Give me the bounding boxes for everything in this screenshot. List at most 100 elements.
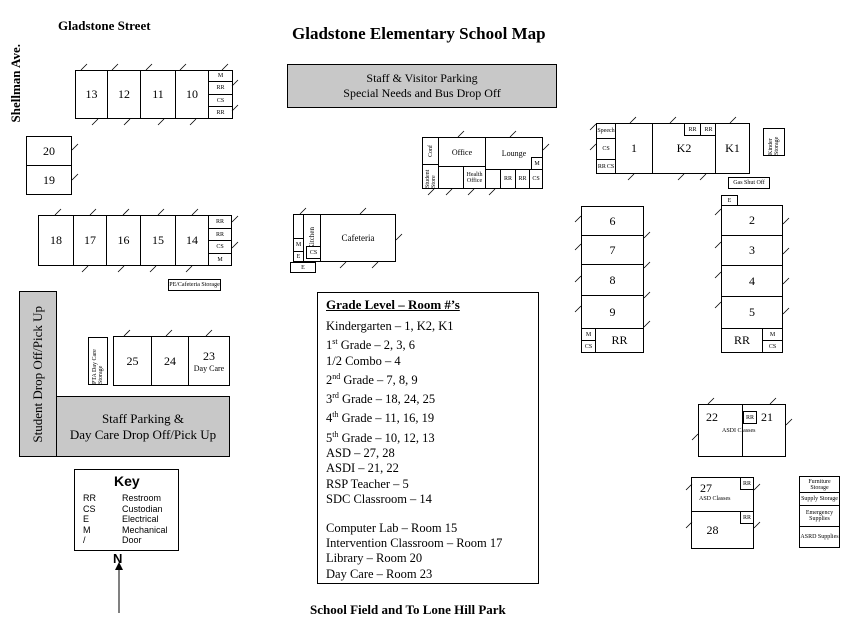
key-meaning: Electrical bbox=[122, 514, 159, 524]
room-label: 25 bbox=[126, 353, 139, 368]
restroom: RR bbox=[208, 106, 233, 119]
room-label: 9 bbox=[609, 304, 616, 319]
grade-level-line: Kindergarten – 1, K2, K1 bbox=[326, 319, 454, 333]
grade-level-line: ASD – 27, 28 bbox=[326, 446, 395, 461]
room-label: 19 bbox=[43, 172, 55, 187]
key-code: E bbox=[83, 514, 90, 524]
room-8: 8 bbox=[581, 264, 644, 296]
room-label: 7 bbox=[609, 242, 616, 257]
room-k1: K1 bbox=[715, 123, 750, 174]
room-label: 12 bbox=[118, 87, 130, 101]
room-label: RR bbox=[215, 219, 224, 225]
electrical-room: E bbox=[293, 251, 304, 262]
room-label: M bbox=[217, 73, 224, 79]
room-label: 2 bbox=[749, 213, 755, 227]
room-22-label: 22 bbox=[706, 410, 718, 424]
grade-level-line: 5th Grade – 10, 12, 13 bbox=[326, 429, 435, 445]
grade-level-line: 4th Grade – 11, 16, 19 bbox=[326, 410, 435, 426]
room-1: 1 bbox=[615, 123, 653, 174]
room-label: Health Office bbox=[466, 171, 483, 184]
key-code: CS bbox=[83, 503, 96, 514]
grade-level-line: 1st Grade – 2, 3, 6 bbox=[326, 337, 416, 353]
room-label: 11 bbox=[152, 87, 164, 101]
room-label: RR bbox=[597, 163, 606, 170]
room-label: CS bbox=[606, 163, 615, 170]
asdi-classes-label: ASDI Classes bbox=[722, 428, 756, 434]
room-12: 12 bbox=[107, 70, 141, 119]
room-label: E bbox=[727, 197, 732, 204]
room-14: 14 bbox=[175, 215, 209, 266]
pta-day-care-storage: PTA Day Care Storage bbox=[88, 337, 108, 385]
room-2: 2 bbox=[721, 205, 783, 236]
room-4: 4 bbox=[721, 265, 783, 297]
room-5: 5 bbox=[721, 296, 783, 329]
key-item: / Door bbox=[83, 535, 168, 546]
room-label: 20 bbox=[43, 143, 55, 158]
grade-level-line: 1/2 Combo – 4 bbox=[326, 353, 401, 368]
room-label: RR bbox=[688, 126, 697, 133]
room-label: RR bbox=[704, 126, 713, 133]
electrical-room: E bbox=[290, 262, 316, 273]
room-25: 25 bbox=[113, 336, 152, 386]
room-label: E bbox=[296, 253, 301, 260]
key-title: Key bbox=[114, 473, 140, 489]
grade-level-extra-line: Day Care – Room 23 bbox=[326, 566, 433, 581]
staff-visitor-parking: Staff & Visitor Parking Special Needs an… bbox=[287, 64, 557, 108]
restroom: RR bbox=[595, 328, 644, 353]
room-label: CS bbox=[602, 146, 610, 152]
room-label: 14 bbox=[186, 233, 198, 247]
room-label: 16 bbox=[117, 233, 130, 247]
key-item: E Electrical bbox=[83, 514, 168, 525]
room-label: RR bbox=[742, 480, 751, 487]
room-label: ASRD Supplies bbox=[800, 534, 839, 540]
room-label: PE/Cafeteria Storage bbox=[169, 282, 220, 288]
mechanical-room: M bbox=[531, 157, 543, 170]
grade-level-extra-line: Computer Lab – Room 15 bbox=[326, 521, 458, 536]
grade-level-line: SDC Classroom – 14 bbox=[326, 491, 432, 506]
room-21-label: 21 bbox=[761, 410, 773, 424]
key-meaning: Mechanical bbox=[122, 524, 168, 535]
asrd-supplies: ASRD Supplies bbox=[799, 526, 840, 548]
room-label: 8 bbox=[609, 272, 616, 287]
grade-level-line: 2nd Grade – 7, 8, 9 bbox=[326, 371, 418, 387]
room-6: 6 bbox=[581, 206, 644, 236]
asd-classes-label: ASD Classes bbox=[699, 496, 731, 502]
room-label: Lounge bbox=[501, 149, 527, 158]
room-label: 4 bbox=[749, 273, 755, 288]
room-label: CS bbox=[309, 249, 318, 256]
custodian-room: CS bbox=[762, 340, 783, 353]
room-3: 3 bbox=[721, 235, 783, 266]
room-label: M bbox=[534, 160, 540, 167]
gas-shut-off: Gas Shut Off bbox=[728, 177, 770, 189]
pe-cafeteria-storage: PE/Cafeteria Storage bbox=[168, 279, 221, 291]
room-label: RR bbox=[216, 85, 225, 91]
north-label: N bbox=[113, 551, 123, 566]
parking-label: Staff & Visitor Parking bbox=[366, 71, 478, 85]
room-label: 17 bbox=[84, 233, 96, 247]
room-9: 9 bbox=[581, 295, 644, 329]
room-label: 6 bbox=[609, 213, 616, 228]
room-label: 15 bbox=[152, 233, 164, 247]
grade-level-line: 3rd Grade – 18, 24, 25 bbox=[326, 391, 436, 407]
room-label: M bbox=[769, 331, 776, 338]
room-label: 28 bbox=[706, 522, 719, 537]
cafeteria: Cafeteria bbox=[320, 214, 396, 262]
room-label: 18 bbox=[50, 233, 62, 247]
room-23: 23 Day Care bbox=[188, 336, 230, 386]
room-label: RR bbox=[742, 514, 751, 521]
room-label: Speech bbox=[597, 128, 615, 134]
street-south-label: School Field and To Lone Hill Park bbox=[310, 602, 506, 617]
room-label: RR bbox=[611, 333, 628, 347]
key-meaning: Door bbox=[122, 535, 142, 545]
room-10: 10 bbox=[175, 70, 209, 119]
restroom: RR bbox=[743, 411, 757, 424]
key-code: / bbox=[83, 535, 86, 545]
mechanical-room: M bbox=[208, 253, 232, 266]
room-label: K1 bbox=[725, 141, 740, 155]
